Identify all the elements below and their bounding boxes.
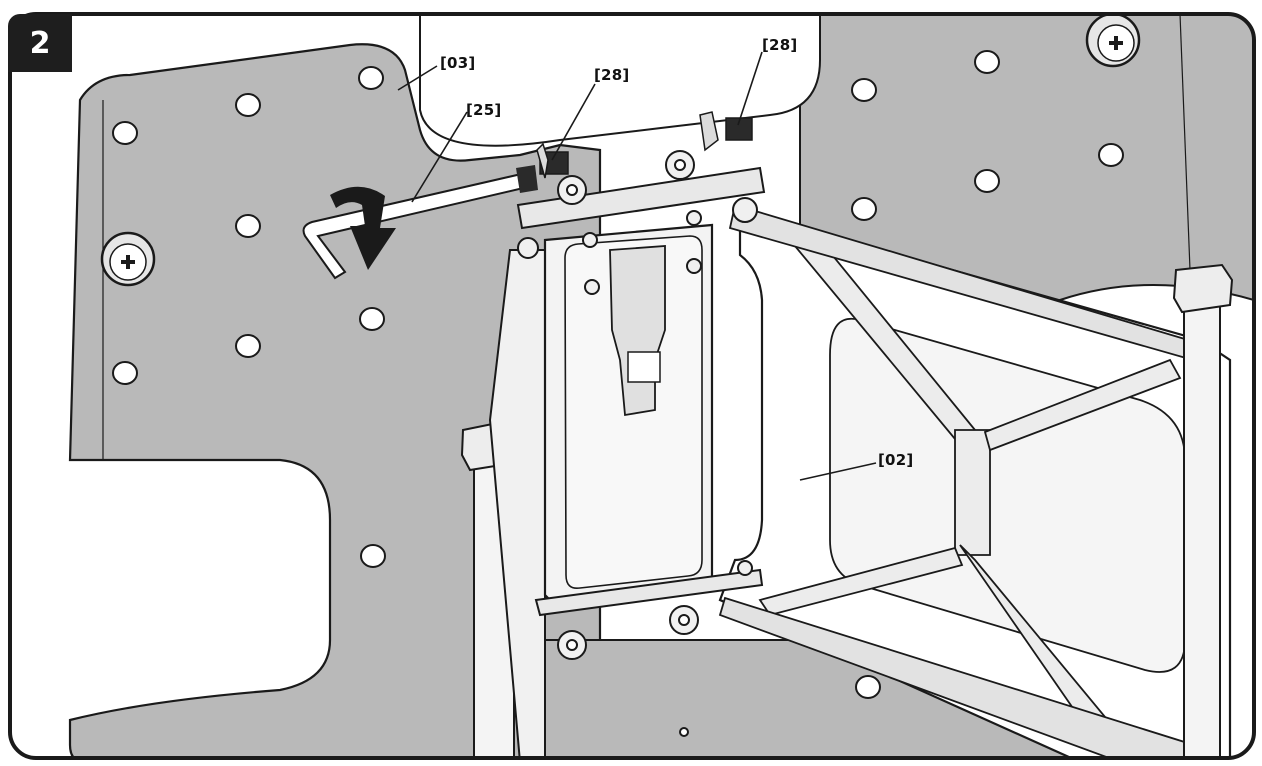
- plate-notch: [419, 14, 821, 147]
- set-screw-28-left: [536, 142, 569, 179]
- callout-part-02: [02]: [878, 451, 914, 469]
- bracket-bottom-rail: [718, 596, 1212, 758]
- callout-part-28-left: [28]: [594, 66, 630, 84]
- bottom-crossbar: [534, 568, 764, 617]
- callout-part-25: [25]: [466, 101, 502, 119]
- callout-part-28-right: [28]: [762, 36, 798, 54]
- callout-leaders: [397, 51, 877, 481]
- hex-key-25: [302, 165, 538, 280]
- phillips-screw-icon: [1085, 14, 1141, 68]
- bracket-post-right: [1172, 263, 1234, 758]
- bracket-cross-braces: [758, 239, 1182, 741]
- callout-part-03: [03]: [440, 54, 476, 72]
- set-screw-28-right: [699, 111, 753, 152]
- rollers: [517, 150, 758, 660]
- plate-holes: [112, 50, 1124, 737]
- arm-strut-left: [488, 249, 546, 758]
- wall-plate-right-edge: [1179, 14, 1191, 271]
- mounting-plate-03: [68, 43, 602, 758]
- latch-slot: [627, 351, 661, 383]
- step-number-badge: 2: [8, 14, 72, 72]
- phillips-screw-icon: [100, 231, 156, 287]
- clockwise-rotation-arrow-icon: [330, 186, 396, 270]
- top-crossbar: [516, 166, 766, 230]
- diagram-frame: [8, 12, 1256, 760]
